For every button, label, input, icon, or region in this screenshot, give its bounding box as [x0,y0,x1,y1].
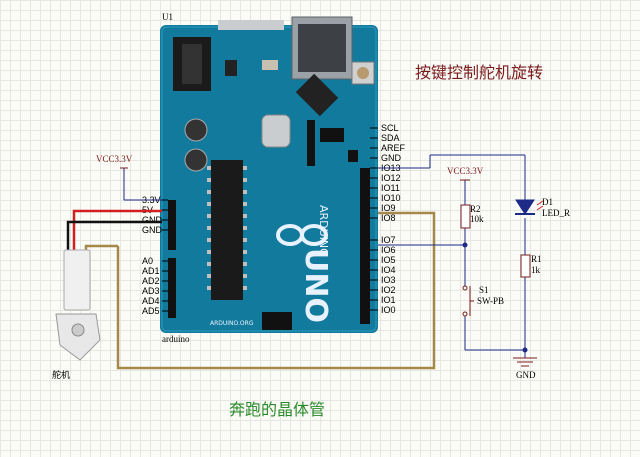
right-pin: IO12 [381,173,401,183]
left-pin-stubs [162,199,168,312]
analog-header [168,258,176,318]
right-pin: GND [381,153,402,163]
right-pin: IO6 [381,245,396,255]
r2-ref: R2 [470,204,481,214]
right-pin: IO11 [381,183,400,193]
right-pin: AREF [381,143,406,153]
wire-signal-servo [84,244,118,300]
s1-ref: S1 [479,285,489,295]
right-pin: IO8 [381,213,396,223]
left-pin: AD1 [142,266,160,276]
servo: 舵机 [52,249,101,380]
right-pin: SCL [381,123,399,133]
right-pin: IO3 [381,275,396,285]
left-pin: AD4 [142,296,160,306]
right-pin-stubs [370,127,378,311]
gnd-label: GND [516,370,536,380]
right-pin-labels: SCL SDA AREF GND IO13 IO12 IO11 IO10 IO9… [381,123,406,315]
r2-value: 10k [470,214,484,224]
right-pin: IO4 [381,265,396,275]
vcc-right-label: VCC3.3V [447,166,484,176]
crystal [261,114,291,148]
arduino-board: ARDUINO UNO ARDUINO.ORG [160,16,378,333]
junction-dot [462,242,468,248]
right-pin: IO1 [381,295,396,305]
caption: 奔跑的晶体管 [229,400,325,419]
website-text: ARDUINO.ORG [210,320,254,327]
vcc-right-symbol: VCC3.3V [447,166,484,181]
left-pin: A0 [142,256,153,266]
r1-value: 1k [531,265,541,275]
servo-label: 舵机 [52,369,70,380]
board-ref: U1 [162,12,173,22]
capacitor-2 [184,148,208,172]
diagram-title: 按键控制舵机旋转 [415,63,543,82]
atmega-chip [211,160,243,300]
left-pin: AD2 [142,276,160,286]
r1-ref: R1 [531,254,542,264]
d1-value: LED_R [542,208,570,218]
logo-text: UNO [298,248,333,323]
right-pin: IO7 [381,235,396,245]
right-pin: SDA [381,133,400,143]
vcc-left-label: VCC3.3V [96,154,133,164]
right-pin: IO5 [381,255,396,265]
junction-dot [522,347,528,353]
capacitor-1 [184,118,208,142]
wire-signal-io9 [116,211,436,370]
digital-header [360,168,370,324]
usb-chip [295,73,339,117]
right-pin: IO2 [381,285,396,295]
resistor-r1: R1 1k [520,254,542,278]
right-pin: IO0 [381,305,396,315]
d1-ref: D1 [542,197,553,207]
board-name: arduino [162,334,190,344]
right-pin: IO10 [381,193,401,203]
brand-text: ARDUINO [317,205,330,257]
left-pin-labels: 3.3V 5V GND GND A0 AD1 AD2 AD3 AD4 AD5 [142,195,163,316]
left-pin: AD5 [142,306,160,316]
pushbutton-s1: S1 SW-PB [462,285,504,317]
arduino-logo [276,224,328,246]
vcc-left-symbol: VCC3.3V [96,154,162,201]
left-pin: GND [142,225,163,235]
left-pin: GND [142,215,163,225]
right-circuit-nets [378,154,526,358]
servo-horn [55,313,101,361]
power-header [168,200,176,250]
led-d1: D1 LED_R [515,197,570,218]
right-pin: IO9 [381,203,396,213]
gnd-symbol: GND [513,357,537,380]
s1-value: SW-PB [477,296,504,306]
left-pin: AD3 [142,286,160,296]
resistor-r2: R2 10k [460,204,484,229]
